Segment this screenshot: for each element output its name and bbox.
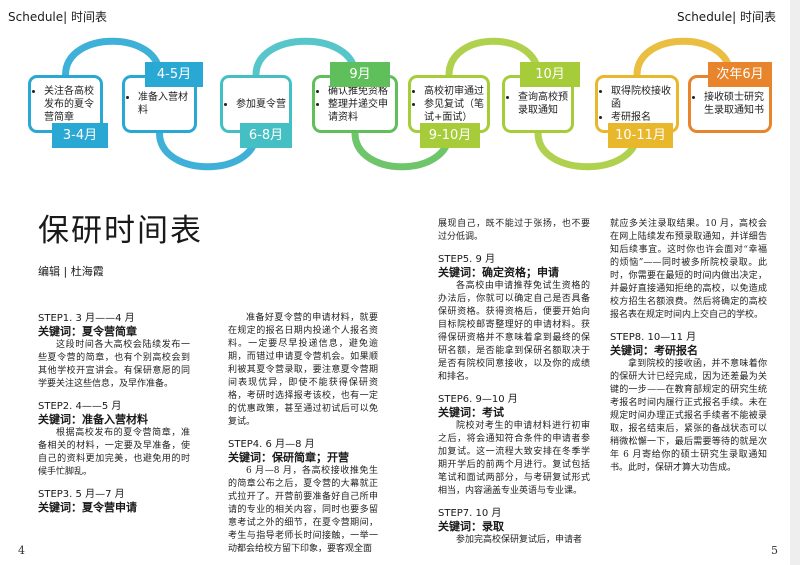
timeline-item: 确认推免资格 [328, 85, 393, 98]
page-edge [790, 0, 800, 565]
step-body: 6 月—8 月，各高校接收推免生的简章公布之后，夏令营的大幕就正式拉开了。开营前… [228, 466, 378, 554]
timeline-item: 高校初审通过 [424, 85, 485, 98]
step-heading: STEP5. 9 月 [438, 254, 496, 265]
step-body: 根据高校发布的夏令营简章，准备相关的材料，一定要及早准备，使自己的资料更加完美，… [38, 428, 190, 477]
step-heading: STEP7. 10 月 [438, 508, 502, 519]
timeline-item: 取得院校接收函 [611, 85, 674, 111]
timeline-box: 接收硕士研究生录取通知书 [688, 75, 772, 133]
timeline-item: 查询高校预录取通知 [518, 91, 569, 117]
step-keyword: 关键词：录取 [438, 520, 504, 533]
timeline-month-tag: 4-5月 [145, 62, 203, 87]
timeline-month-tag: 3-4月 [52, 123, 108, 148]
column-3: 展现自己，既不能过于张扬，也不要过分低调。 STEP5. 9 月关键词：确定资格；… [438, 218, 590, 556]
page-number-left: 4 [18, 544, 25, 557]
step-heading: STEP8. 10—11 月 [610, 332, 697, 343]
step-keyword: 关键词：保研简章；开营 [228, 451, 349, 464]
timeline-month-tag: 次年6月 [708, 62, 772, 87]
timeline-month-tag: 9-10月 [420, 123, 480, 148]
step-heading: STEP6. 9—10 月 [438, 394, 518, 405]
step-keyword: 关键词：确定资格；申请 [438, 266, 559, 279]
timeline-item: 准备入营材料 [138, 91, 192, 117]
column-2: 准备好夏令营的申请材料，就要在规定的报名日期内投递个人报名资料。一定要尽早投递信… [228, 312, 378, 565]
step-keyword: 关键词：准备入营材料 [38, 413, 148, 426]
step-body: 展现自己，既不能过于张扬，也不要过分低调。 [438, 219, 590, 242]
timeline-item: 整理并递交申请资料 [328, 98, 393, 124]
timeline-month-tag: 10-11月 [608, 123, 673, 148]
timeline-item: 参加夏令营 [236, 98, 286, 111]
header-right: Schedule| 时间表 [676, 10, 776, 24]
timeline-arc [252, 37, 359, 76]
timeline-month-tag: 9月 [330, 62, 390, 87]
timeline-arc [62, 37, 163, 76]
timeline-arcs [62, 37, 734, 171]
column-1: STEP1. 3 月——4 月关键词：夏令营简章这段时间各大高校会陆续发布一些夏… [38, 312, 190, 515]
step-body: 拿到院校的接收函，并不意味着你的保研大计已经完成，因为还差最为关键的一步——在教… [610, 359, 767, 473]
step-heading: STEP1. 3 月——4 月 [38, 313, 135, 324]
step-body: 准备好夏令营的申请材料，就要在规定的报名日期内投递个人报名资料。一定要尽早投递信… [228, 313, 378, 427]
timeline-arc [445, 37, 542, 76]
step-body: 参加完高校保研复试后，申请者 [456, 535, 583, 545]
step-heading: STEP2. 4——5 月 [38, 401, 122, 412]
timeline-month-tag: 10月 [520, 62, 580, 87]
step-keyword: 关键词：考试 [438, 406, 504, 419]
step-keyword: 关键词：考研报名 [610, 344, 698, 357]
timeline-item: 接收硕士研究生录取通知书 [704, 91, 767, 117]
timeline-arc [633, 37, 734, 76]
timeline-month-tag: 6-8月 [240, 123, 292, 148]
timeline-item: 关注各高校发布的夏令营简章 [44, 85, 98, 124]
step-body: 各高校由申请推荐免试生资格的办法后，你就可以确定自己是否具备保研资格。获得资格后… [438, 281, 590, 382]
editor-credit: 编辑 | 杜海霞 [38, 265, 104, 278]
timeline-item: 参见复试（笔试+面试） [424, 98, 485, 124]
page-title: 保研时间表 [38, 213, 203, 249]
page-number-right: 5 [771, 544, 778, 557]
step-keyword: 关键词：夏令营简章 [38, 325, 137, 338]
step-heading: STEP4. 6 月—8 月 [228, 439, 315, 450]
column-4: 就应多关注录取结果。10 月，高校会在网上陆续发布预录取通知，并详细告知后续事宜… [610, 218, 767, 484]
step-heading: STEP3. 5 月—7 月 [38, 489, 125, 500]
step-body: 就应多关注录取结果。10 月，高校会在网上陆续发布预录取通知，并详细告知后续事宜… [610, 219, 767, 320]
step-keyword: 关键词：夏令营申请 [38, 501, 137, 514]
step-body: 院校对考生的申请材料进行初审之后，将会通知符合条件的申请者参加复试。这一流程大致… [438, 421, 590, 496]
timeline-item: 考研报名 [611, 111, 674, 124]
header-left: Schedule| 时间表 [8, 10, 108, 24]
step-body: 这段时间各大高校会陆续发布一些夏令营的简章，也有个别高校会到其他学校开宣讲会。有… [38, 340, 190, 389]
